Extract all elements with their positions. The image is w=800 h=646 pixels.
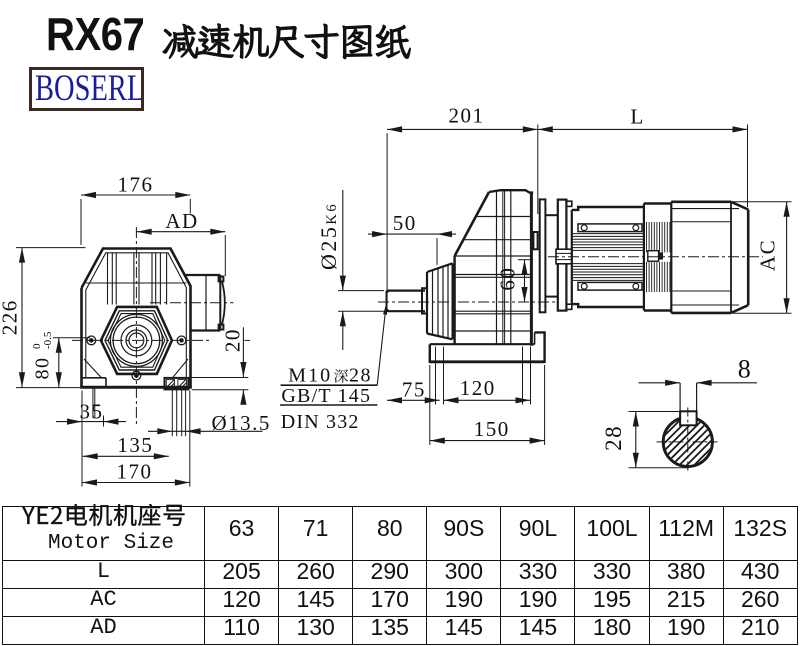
- svg-text:L: L: [630, 105, 644, 129]
- svg-text:DIN 332: DIN 332: [281, 411, 360, 433]
- svg-text:8: 8: [738, 355, 753, 384]
- svg-text:Ø25K6: Ø25K6: [316, 202, 341, 270]
- svg-text:226: 226: [0, 299, 22, 335]
- svg-text:50: 50: [393, 211, 417, 235]
- svg-text:AD: AD: [165, 209, 198, 233]
- svg-text:28: 28: [349, 365, 372, 387]
- svg-text:170: 170: [117, 460, 153, 484]
- svg-text:80: 80: [32, 357, 54, 380]
- svg-text:AC: AC: [756, 239, 780, 271]
- svg-text:GB/T 145: GB/T 145: [281, 385, 371, 407]
- svg-text:150: 150: [474, 417, 510, 441]
- svg-text:75: 75: [402, 378, 426, 402]
- svg-text:28: 28: [601, 425, 626, 451]
- svg-text:20: 20: [220, 328, 244, 352]
- svg-text:M10: M10: [288, 365, 332, 387]
- svg-text:120: 120: [460, 376, 496, 400]
- svg-text:60: 60: [496, 267, 520, 291]
- svg-text:135: 135: [117, 433, 153, 457]
- svg-text:176: 176: [118, 173, 154, 197]
- svg-text:201: 201: [449, 104, 485, 128]
- svg-text:-0.5: -0.5: [42, 331, 54, 349]
- svg-text:Ø13.5: Ø13.5: [212, 411, 271, 435]
- svg-text:35: 35: [80, 400, 104, 424]
- svg-text:0: 0: [31, 343, 43, 349]
